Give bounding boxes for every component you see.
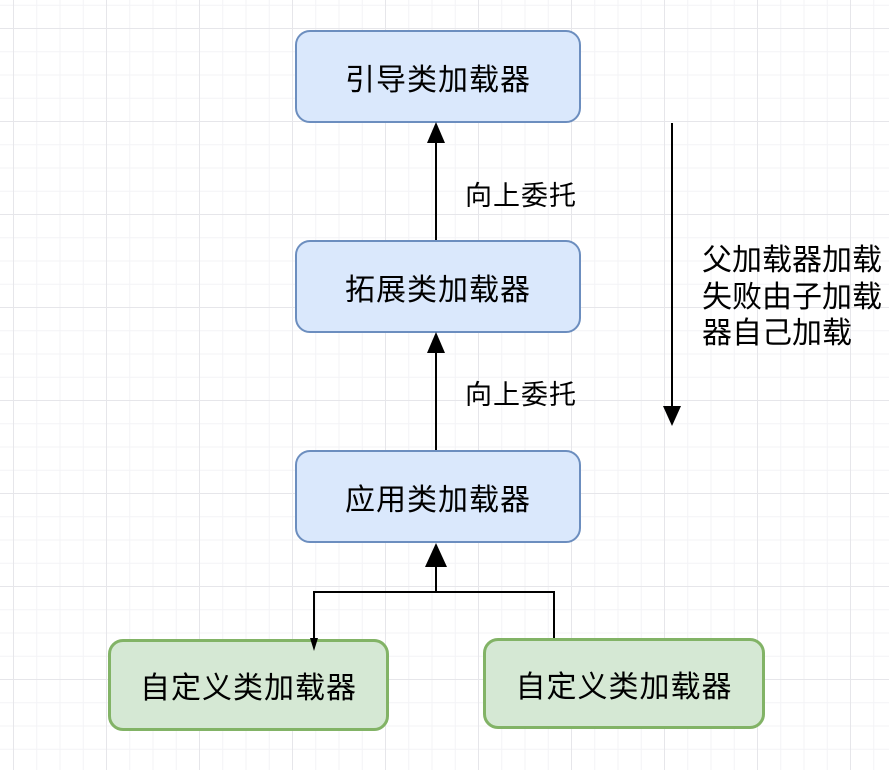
arrowhead-up-icon	[425, 543, 447, 567]
edge-label-delegate-up-top: 向上委托	[465, 181, 577, 211]
arrowhead-down-icon	[310, 638, 318, 651]
node-application-classloader-label: 应用类加载器	[345, 483, 531, 517]
node-application-classloader: 应用类加载器	[295, 450, 581, 543]
side-note-parent-load-fail: 父加载器加载 失败由子加载 器自己加载	[702, 243, 882, 353]
node-bootstrap-classloader-label: 引导类加载器	[345, 63, 531, 97]
arrowhead-up-icon	[427, 332, 445, 353]
node-custom-classloader-right: 自定义类加载器	[483, 638, 765, 729]
node-custom-classloader-right-label: 自定义类加载器	[515, 670, 733, 704]
side-note-line2: 失败由子加载	[702, 280, 882, 314]
side-note-line1: 父加载器加载	[702, 244, 882, 277]
arrow-up-application-to-extension	[435, 353, 437, 450]
connector-drop-left	[313, 591, 315, 639]
node-extension-classloader-label: 拓展类加载器	[345, 273, 531, 307]
node-bootstrap-classloader: 引导类加载器	[295, 30, 581, 123]
arrow-down-parent-fail	[671, 123, 673, 406]
side-note-line3: 器自己加载	[702, 317, 852, 350]
connector-horizontal	[314, 591, 554, 593]
connector-drop-right	[553, 591, 555, 638]
arrow-up-extension-to-bootstrap	[435, 143, 437, 240]
node-extension-classloader: 拓展类加载器	[295, 240, 581, 333]
edge-label-delegate-up-bottom: 向上委托	[465, 380, 577, 410]
arrowhead-up-icon	[427, 122, 445, 143]
arrowhead-down-icon	[663, 406, 681, 426]
node-custom-classloader-left-label: 自定义类加载器	[140, 672, 357, 705]
arrow-up-custom-to-application	[435, 567, 437, 593]
node-custom-classloader-left: 自定义类加载器	[108, 639, 389, 731]
